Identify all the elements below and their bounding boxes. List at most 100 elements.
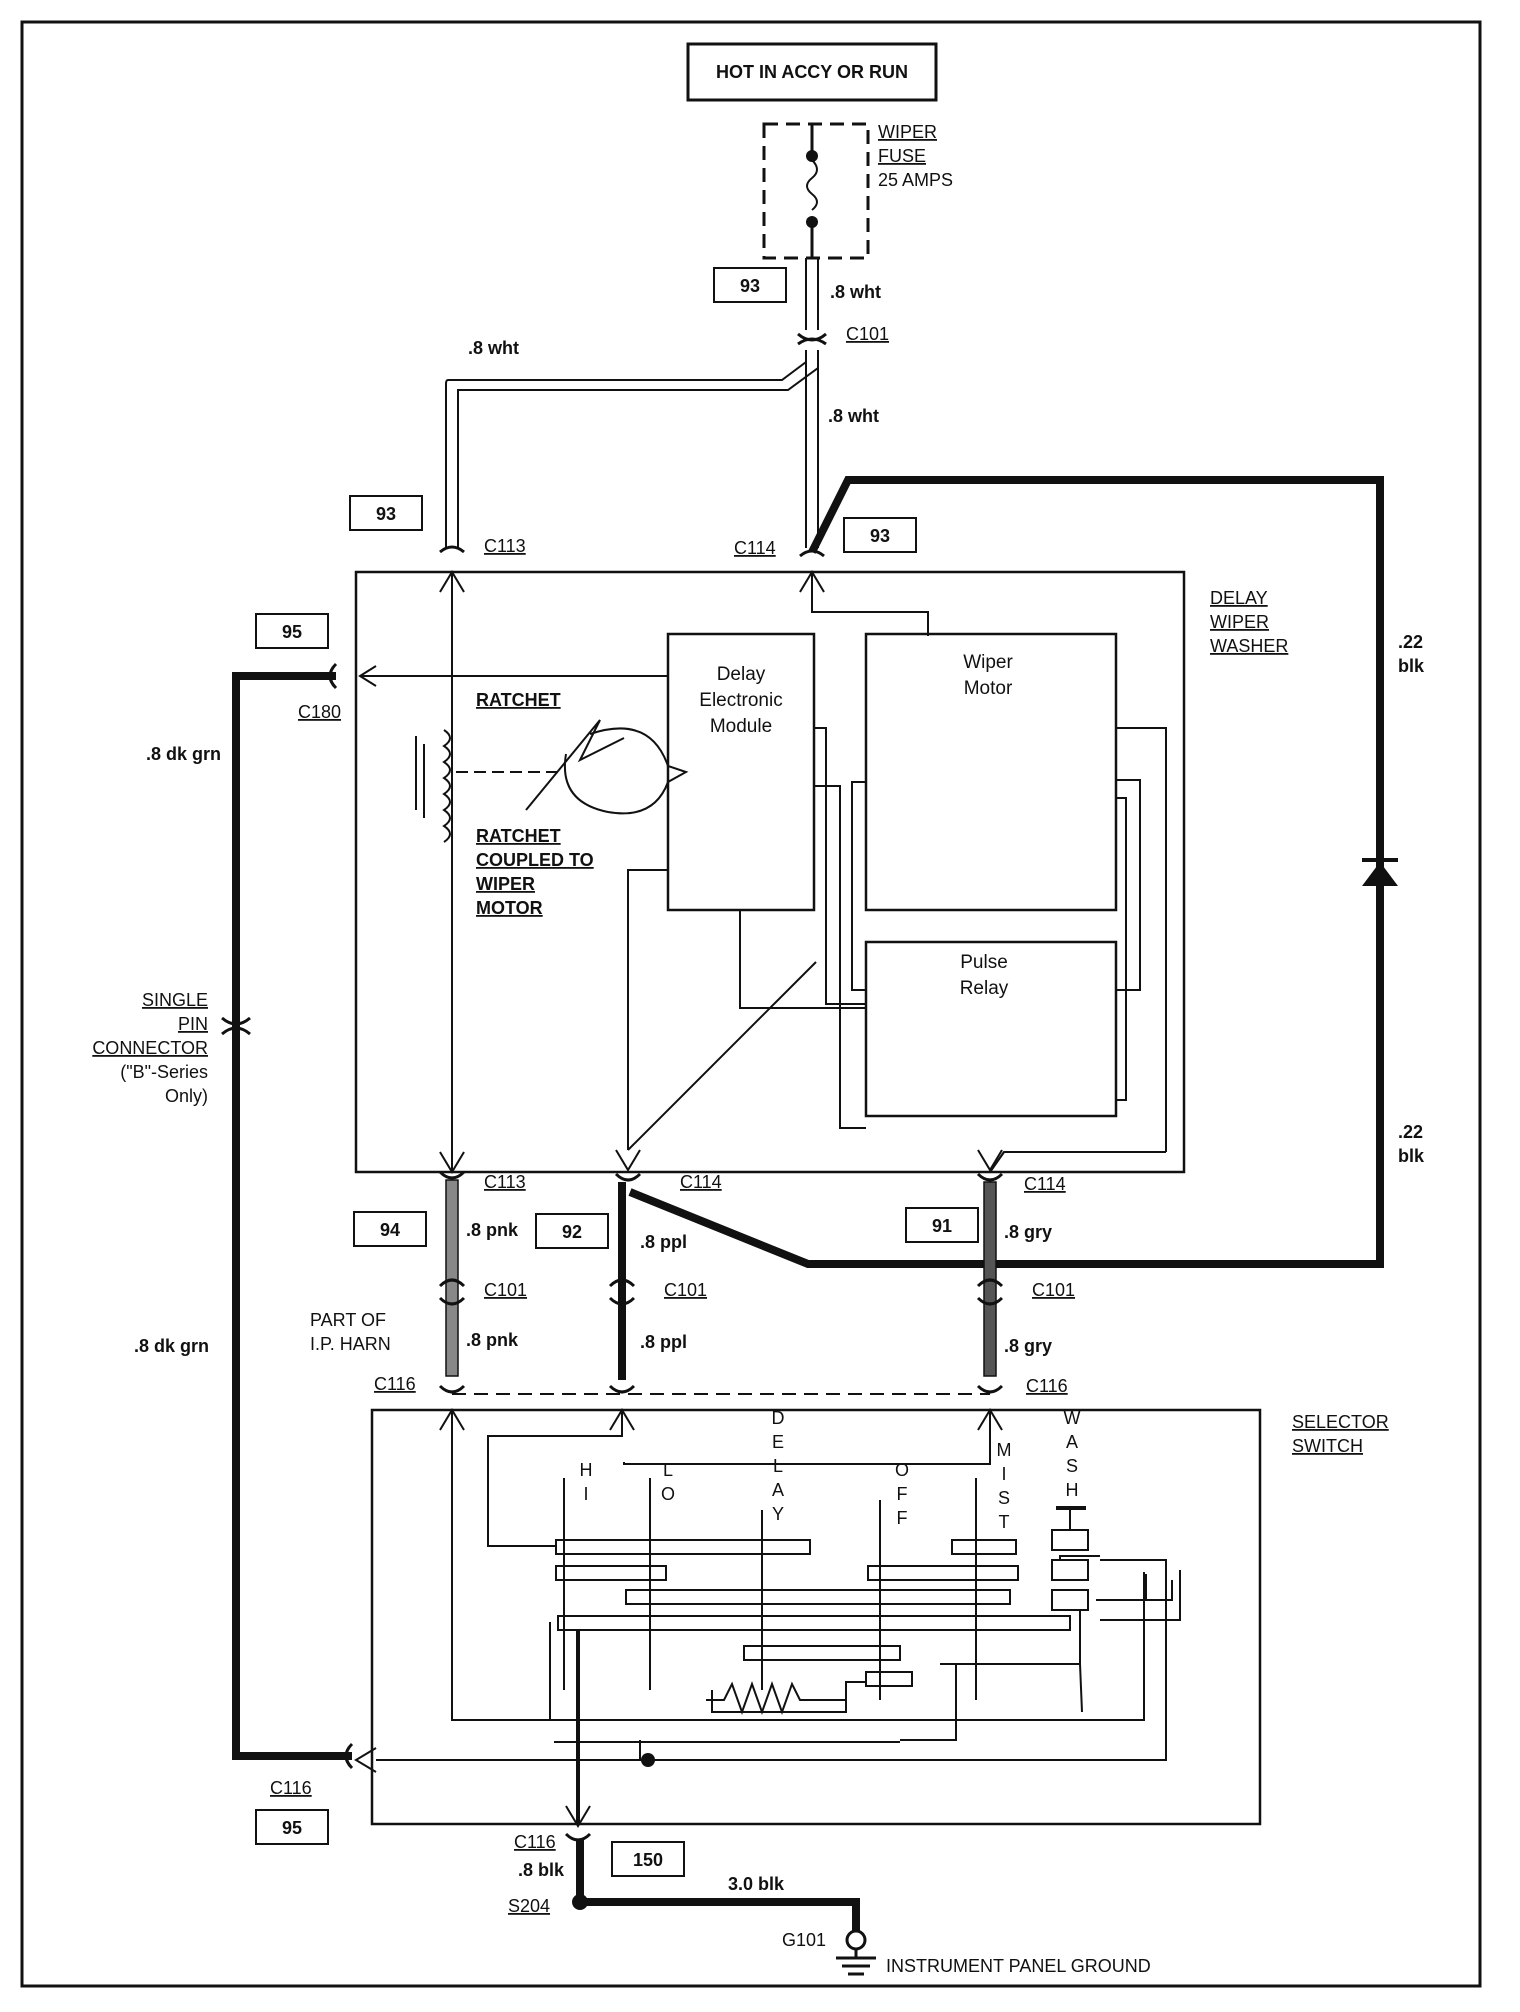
selector-switch [370,1408,1262,1826]
power-source-box: HOT IN ACCY OR RUN [686,42,938,102]
relay-label-line2: Relay [960,978,1009,999]
connector-c116-ground [564,1832,592,1842]
svg-text:I: I [583,1484,588,1504]
ref-box-gry: 91 [905,1207,979,1243]
wire-ground-blk [576,1840,860,1932]
connector-c101-ppl [608,1278,636,1306]
connector-c114-bottom-right [976,1172,1004,1182]
svg-text:95: 95 [282,622,302,642]
svg-text:T: T [999,1512,1010,1532]
single-pin-line3: CONNECTOR [92,1038,208,1058]
connector-c101-gry-label: C101 [1032,1280,1075,1300]
svg-text:H: H [1066,1480,1079,1500]
ratchet-coupled-line3: WIPER [476,874,535,894]
connector-c114-bottom-mid [614,1172,642,1182]
svg-text:O: O [895,1460,909,1480]
connector-c116-ground-label: C116 [514,1832,556,1852]
svg-text:93: 93 [740,276,760,296]
module-label-line3: Module [710,716,772,737]
wire-label-gry-upper: .8 gry [1004,1222,1052,1242]
selector-position-stems [563,1478,1086,1700]
diode-symbol [1362,858,1398,886]
svg-text:A: A [1066,1432,1078,1452]
harness-line1: PART OF [310,1310,386,1330]
ratchet-label: RATCHET [476,690,561,710]
wiper-fuse [762,122,870,260]
ref-box-c116-bottom: 95 [255,1809,329,1845]
wire-label-c101-left: .8 wht [468,338,519,358]
selector-junction-dot [641,1753,655,1767]
selector-contact-bars [555,1529,1089,1687]
svg-text:L: L [663,1460,673,1480]
ref-box-c180: 95 [255,613,329,649]
fuse-name-line2: FUSE [878,146,926,166]
power-source-label: HOT IN ACCY OR RUN [716,62,908,82]
pulse-relay [864,940,1118,1118]
ref-box-ppl: 92 [535,1213,609,1249]
connector-c116-bottom-left-label: C116 [270,1778,312,1798]
wire-label-pnk-upper: .8 pnk [466,1220,519,1240]
wire-wht-fuse [805,258,819,330]
connector-c101-pnk [438,1278,466,1306]
svg-text:O: O [661,1484,675,1504]
single-pin-line5: Only) [165,1086,208,1106]
assembly-internal-wiring [627,727,1167,1173]
wire-label-blk-upper-2: blk [1398,656,1425,676]
svg-text:A: A [772,1480,784,1500]
svg-text:H: H [580,1460,593,1480]
wire-label-blk-lower-1: .22 [1398,1122,1423,1142]
splice-s204-dot [572,1894,588,1910]
position-mist: M I S T [997,1440,1012,1532]
ref-box-pnk: 94 [353,1211,427,1247]
connector-c113-bottom-label: C113 [484,1172,526,1192]
wire-label-dk-grn-lower: .8 dk grn [134,1336,209,1356]
wire-c114-to-motor [811,574,929,636]
page-frame [20,20,1482,1988]
svg-text:L: L [773,1456,783,1476]
wire-label-ppl-lower: .8 ppl [640,1332,687,1352]
relay-label-line1: Pulse [960,952,1008,973]
ground-symbol [836,1929,876,1976]
connector-c116-bottom-left [344,1742,354,1770]
ratchet-coupled-line2: COUPLED TO [476,850,594,870]
svg-text:E: E [772,1432,784,1452]
splice-s204-label: S204 [508,1896,550,1916]
connector-c101-pnk-label: C101 [484,1280,527,1300]
connector-c113-bottom [438,1170,466,1180]
ratchet-coupled-line1: RATCHET [476,826,561,846]
selector-internal-wiring [376,1410,1181,1761]
ground-g101-label: G101 [782,1930,826,1950]
svg-text:S: S [998,1488,1010,1508]
position-wash: W A S H [1064,1408,1081,1500]
connector-c114-bottom-mid-label: C114 [680,1172,722,1192]
connector-c114-bottom-right-label: C114 [1024,1174,1066,1194]
wire-label-blk-upper-1: .22 [1398,632,1423,652]
ground-description: INSTRUMENT PANEL GROUND [886,1956,1151,1976]
connector-c116-left [438,1384,466,1394]
svg-text:D: D [772,1408,785,1428]
connector-c101-gry [976,1278,1004,1306]
single-pin-line4: ("B"-Series [120,1062,208,1082]
selector-title-line2: SWITCH [1292,1436,1363,1456]
svg-text:S: S [1066,1456,1078,1476]
connector-c116-left-label: C116 [374,1374,416,1394]
position-lo: L O [661,1460,675,1504]
module-label-line2: Electronic [699,690,782,711]
delay-wiper-washer-assembly [354,570,1186,1174]
svg-text:150: 150 [633,1850,663,1870]
ref-box-ground: 150 [611,1841,685,1877]
assembly-title-line1: DELAY [1210,588,1268,608]
fuse-name-line1: WIPER [878,122,937,142]
wire-label-fuse-out: .8 wht [830,282,881,302]
svg-text:F: F [897,1508,908,1528]
position-hi: H I [580,1460,593,1504]
connector-c101-top-label: C101 [846,324,889,344]
assembly-title-line2: WIPER [1210,612,1269,632]
single-pin-line2: PIN [178,1014,208,1034]
svg-text:Y: Y [772,1504,784,1524]
ref-box-c113-top: 93 [349,495,423,531]
svg-text:F: F [897,1484,908,1504]
selector-title-line1: SELECTOR [1292,1412,1389,1432]
wire-label-c101-down: .8 wht [828,406,879,426]
wire-label-ppl-upper: .8 ppl [640,1232,687,1252]
